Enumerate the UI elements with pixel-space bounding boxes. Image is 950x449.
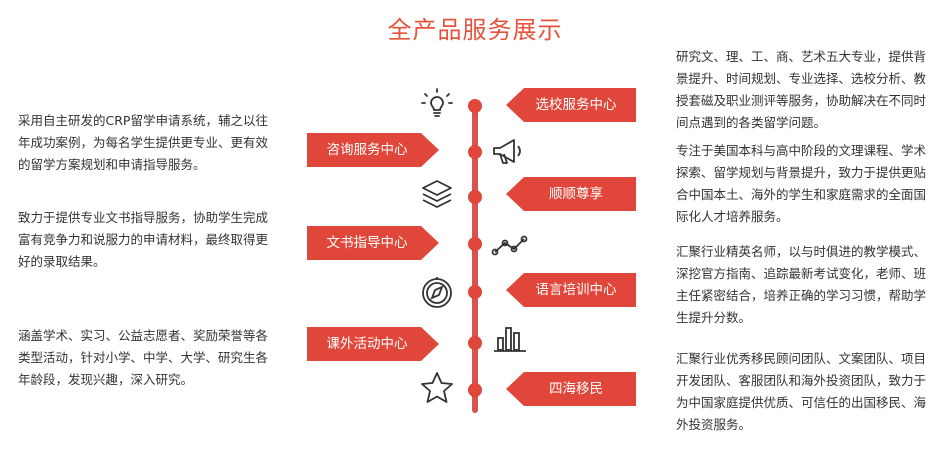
consulting-description: 采用自主研发的CRP留学申请系统，辅之以往年成功案例，为每名学生提供更专业、更有… xyxy=(18,113,269,172)
star-icon xyxy=(417,370,457,406)
layers-icon xyxy=(417,177,457,213)
consulting-tag[interactable]: 咨询服务中心 xyxy=(307,133,439,167)
school-selection-tag[interactable]: 选校服务中心 xyxy=(506,88,636,122)
language-tag[interactable]: 语言培训中心 xyxy=(506,273,636,307)
bar-chart-icon xyxy=(490,320,530,356)
timeline-dot xyxy=(468,99,482,113)
timeline-dot xyxy=(468,145,482,159)
documents-description: 致力于提供专业文书指导服务，协助学生完成富有竞争力和说服力的申请材料，最终取得更… xyxy=(18,210,269,269)
line-chart-icon xyxy=(490,228,530,264)
timeline-dot xyxy=(468,285,482,299)
immigration-description: 汇聚行业优秀移民顾问团队、文案团队、项目开发团队、客服团队和海外投资团队，致力于… xyxy=(676,351,927,432)
megaphone-icon xyxy=(490,134,530,170)
lightbulb-icon xyxy=(417,86,457,122)
extracurricular-tag[interactable]: 课外活动中心 xyxy=(307,327,439,361)
documents-tag[interactable]: 文书指导中心 xyxy=(307,226,439,260)
timeline-dot xyxy=(468,237,482,251)
timeline-dot xyxy=(468,336,482,350)
compass-icon xyxy=(417,274,457,310)
timeline-dot xyxy=(468,383,482,397)
vip-description: 专注于美国本科与高中阶段的文理课程、学术探索、留学规划与背景提升，致力于提供更贴… xyxy=(676,143,927,224)
timeline-dot xyxy=(468,190,482,204)
extracurricular-description: 涵盖学术、实习、公益志愿者、奖励荣誉等各类型活动，针对小学、中学、大学、研究生各… xyxy=(18,328,269,387)
language-description: 汇聚行业精英名师，以与时俱进的教学模式、深挖官方指南、追踪最新考试变化，老师、班… xyxy=(676,244,927,325)
vip-tag[interactable]: 顺顺尊享 xyxy=(506,177,636,211)
page-title: 全产品服务展示 xyxy=(387,16,563,44)
immigration-tag[interactable]: 四海移民 xyxy=(506,372,636,406)
school-selection-description: 研究文、理、工、商、艺术五大专业，提供背景提升、时间规划、专业选择、选校分析、教… xyxy=(676,49,927,130)
timeline-line xyxy=(472,100,478,413)
